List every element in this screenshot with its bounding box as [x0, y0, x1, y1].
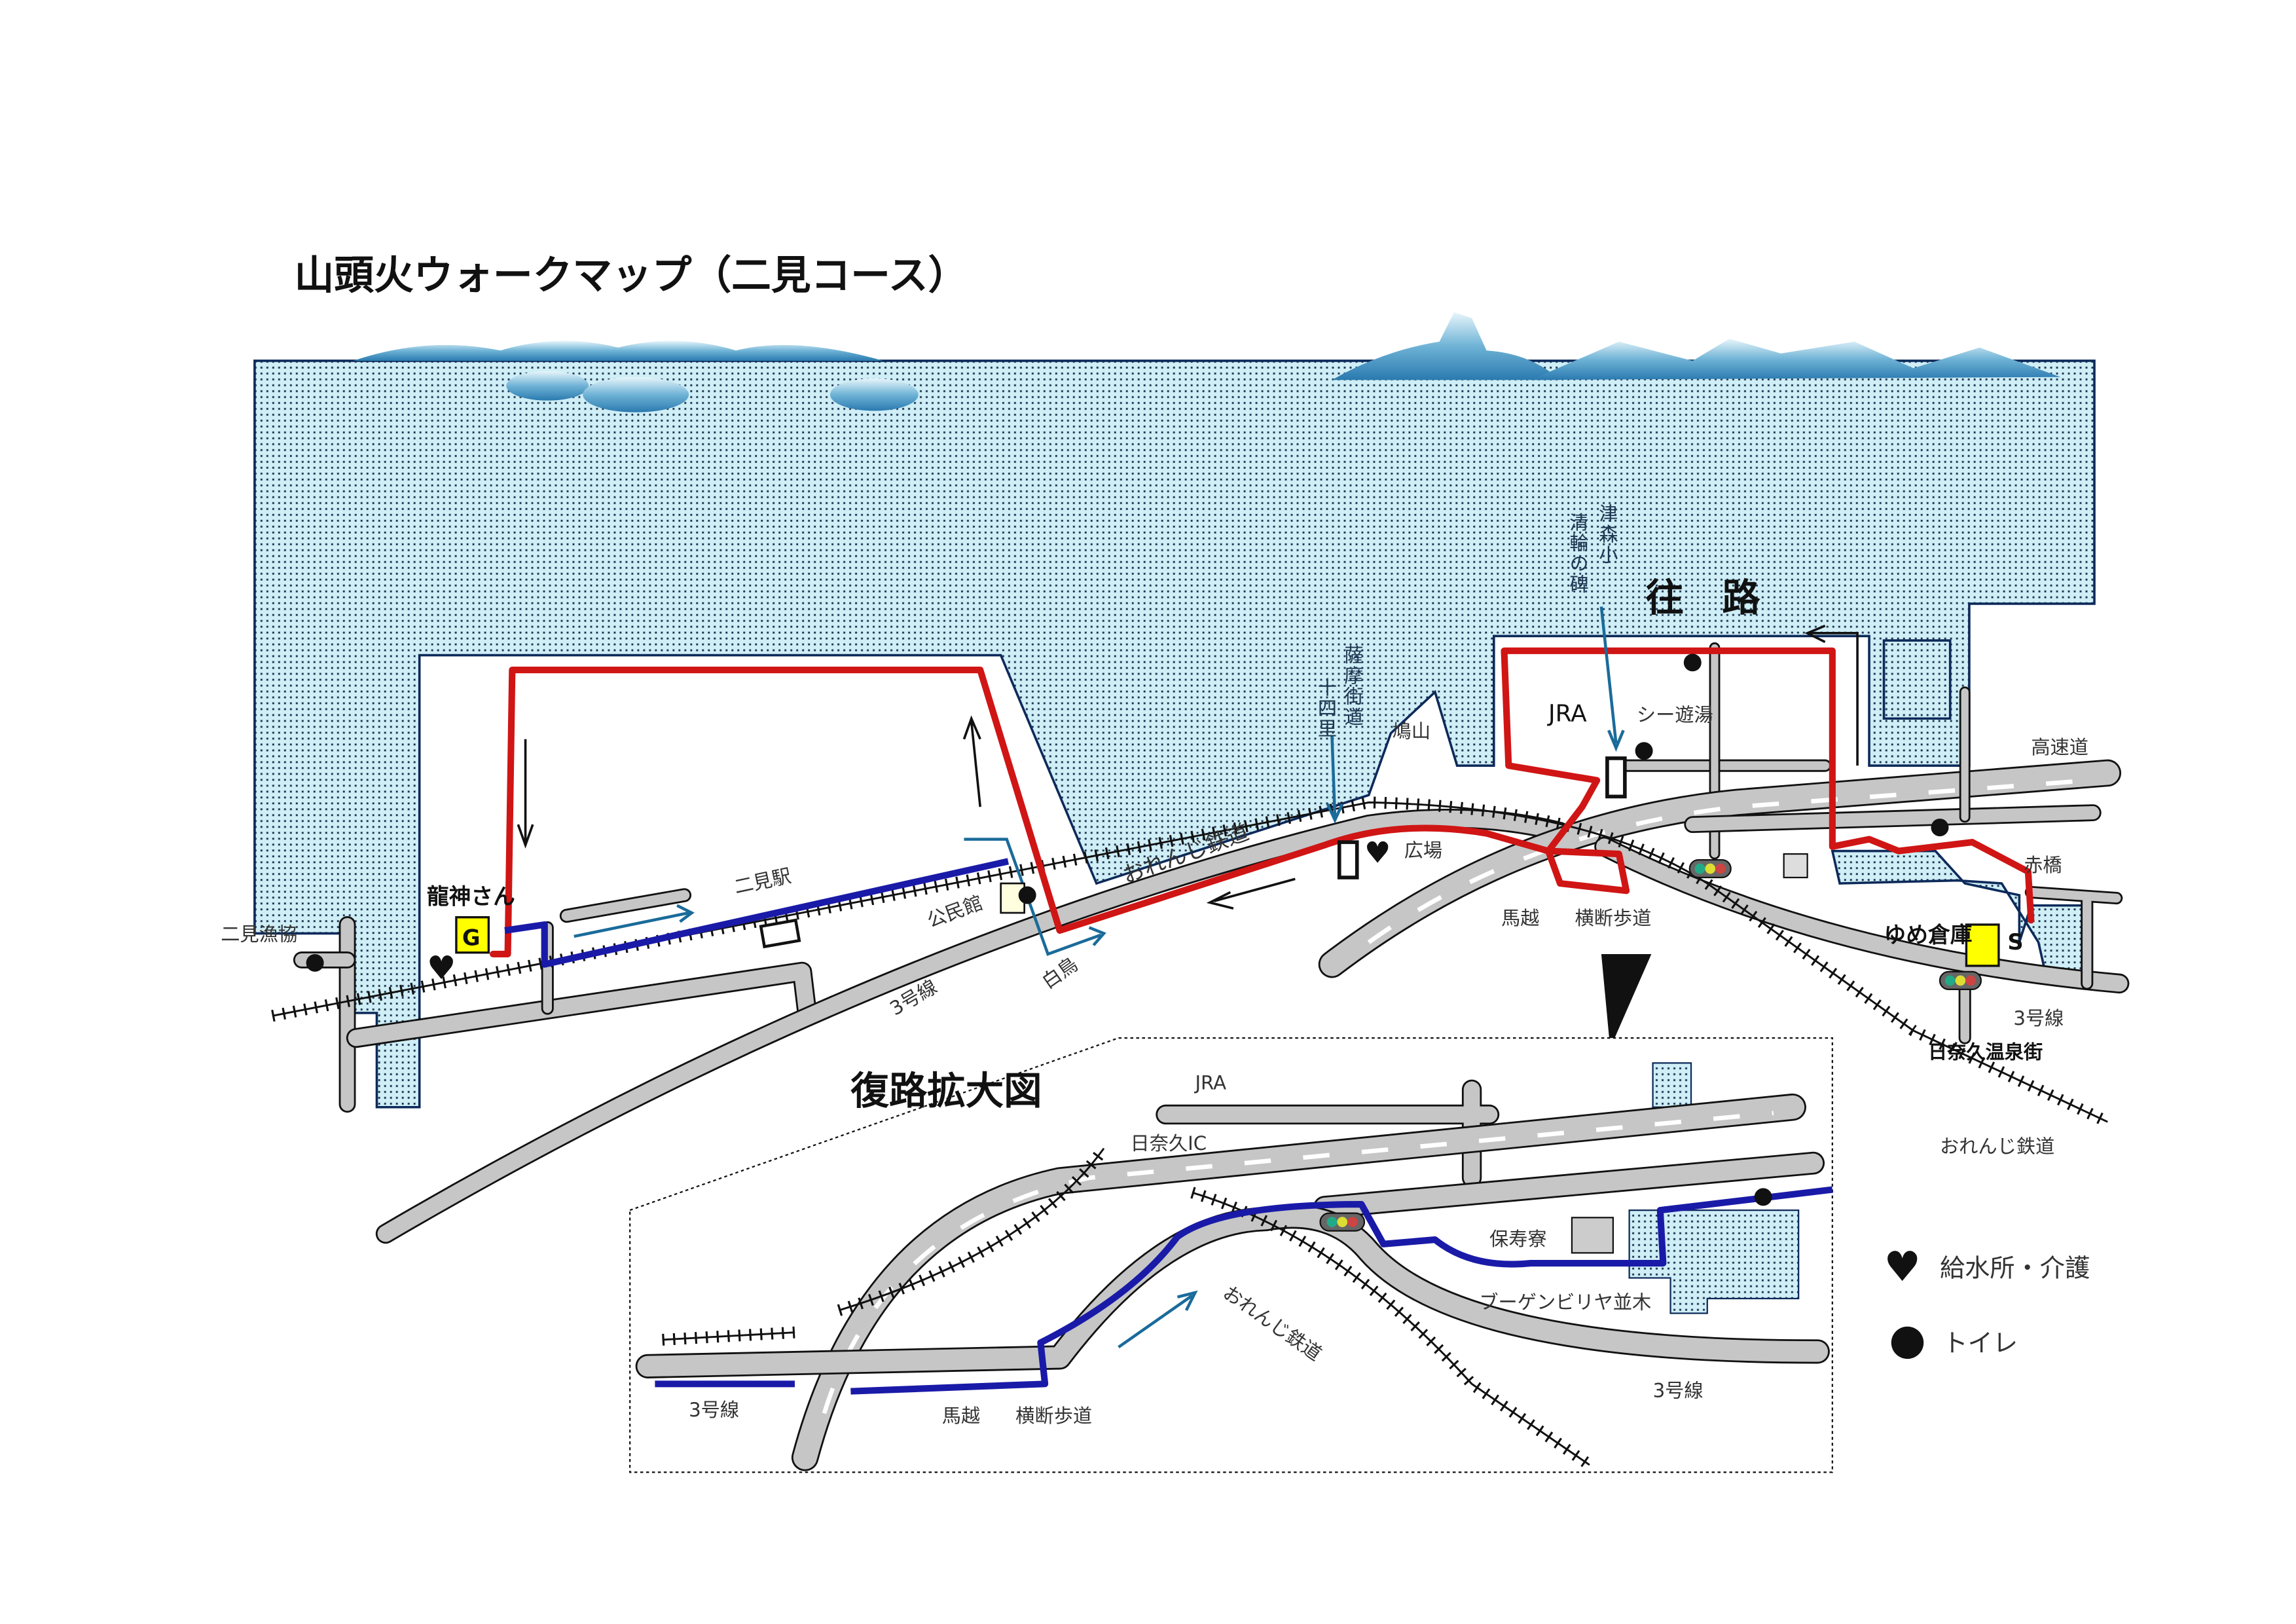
goal-marker: G	[455, 916, 490, 954]
road	[2026, 887, 2121, 988]
label-tsumori: 津森小	[1596, 504, 1618, 565]
return-route-inset: 復路拡大図 JRA 日奈久IC 保寿寮 ブーゲンビリヤ並木 おれんじ鉄道 3号線…	[629, 1037, 1833, 1473]
label-umakoshi: 馬越	[1501, 907, 1539, 929]
heart-icon: ♥	[427, 949, 456, 987]
outbound-route	[490, 647, 2035, 957]
toilet-markers	[306, 654, 1949, 972]
label-hatoyama: 鳩山	[1393, 720, 1430, 742]
legend: ♥ 給水所・介護 トイレ	[1884, 1243, 2090, 1359]
label-futami-station: 二見駅	[732, 864, 793, 898]
label-shiratori: 白鳥	[1038, 953, 1082, 993]
inset-label-bougainvillea: ブーゲンビリヤ並木	[1479, 1291, 1651, 1314]
inset-title: 復路拡大図	[850, 1069, 1042, 1113]
road	[348, 963, 815, 1046]
inset-label-hojuryo: 保寿寮	[1489, 1228, 1547, 1250]
inset-label-crosswalk: 横断歩道	[1015, 1405, 1092, 1427]
inset-label-route3-right: 3号線	[1653, 1380, 1704, 1402]
inset-sea	[1652, 1062, 1692, 1108]
inset-label-umakoshi: 馬越	[942, 1405, 980, 1427]
heart-icon: ♥	[1884, 1243, 1921, 1291]
toilet-dot-icon	[1635, 742, 1653, 760]
futami-station-building	[759, 918, 801, 949]
yume-souko-building	[1783, 853, 1808, 879]
label-hiroba: 広場	[1404, 840, 1442, 862]
label-tsumori-monument: 清輪の碑	[1567, 512, 1589, 595]
road	[793, 1095, 1805, 1469]
road	[377, 810, 1569, 1242]
road	[1315, 1153, 1823, 1217]
satsuma-monument-icon	[1337, 840, 1359, 879]
traffic-light-icon	[1319, 1212, 1366, 1232]
label-futami-gyokyo: 二見漁協	[221, 923, 297, 946]
label-satsuma-kaido: 薩摩街道	[1341, 645, 1364, 728]
outbound-route-loop	[1544, 847, 1630, 895]
inset-label-route3-left: 3号線	[689, 1399, 739, 1421]
label-yume-souko: ゆめ倉庫	[1884, 922, 1973, 948]
sea-area	[253, 360, 2096, 1109]
heart-icon: ♥	[1364, 836, 1391, 870]
hojuryo-building	[1571, 1217, 1614, 1254]
label-satsuma-14ri: 十四里	[1315, 677, 1338, 739]
svg-text:G: G	[462, 925, 481, 950]
label-crosswalk: 横断歩道	[1575, 907, 1651, 929]
road	[561, 890, 690, 921]
label-ryujin: 龍神さん	[427, 884, 515, 910]
inset-label-hinagu-ic: 日奈久IC	[1131, 1132, 1207, 1154]
road	[1596, 838, 2128, 992]
map-title: 山頭火ウォークマップ（二見コース）	[295, 253, 968, 299]
toilet-dot-icon	[1018, 886, 1036, 904]
legend-label-water: 給水所・介護	[1940, 1254, 2090, 1283]
tsumori-monument-icon	[1605, 756, 1627, 799]
map-labels: 往 路 龍神さん 二見漁協 二見駅 公民館 白鳥 3号線 おれんじ鉄道 鳩山 広…	[221, 504, 2088, 1157]
label-route3-east: 3号線	[2013, 1007, 2064, 1029]
toilet-dot-icon	[1683, 654, 1702, 672]
road	[1320, 761, 2120, 976]
label-expressway: 高速道	[2031, 736, 2088, 758]
label-akahashi: 赤橋	[2024, 854, 2062, 876]
label-orange-railway-east: おれんじ鉄道	[1940, 1135, 2054, 1157]
mountains	[353, 312, 2061, 413]
start-marker: S	[1965, 923, 2024, 967]
label-hinagu-onsen: 日奈久温泉街	[1928, 1041, 2043, 1063]
label-jra: JRA	[1547, 701, 1587, 728]
traffic-light-icon	[1688, 858, 1732, 879]
inset-sea	[1628, 1209, 1800, 1314]
inset-label-jra: JRA	[1194, 1072, 1226, 1094]
direction-arrows	[517, 606, 1859, 1048]
road	[1686, 806, 2100, 832]
toilet-dot-icon	[306, 953, 324, 972]
label-kominkan: 公民館	[924, 891, 986, 932]
sea-inlet	[1882, 639, 1952, 720]
toilet-dot-icon	[1931, 819, 1949, 837]
legend-label-toilet: トイレ	[1942, 1329, 2018, 1358]
svg-text:S: S	[2007, 929, 2023, 955]
toilet-dot-icon	[1754, 1188, 1772, 1206]
label-sea-yu: シー遊湯	[1637, 704, 1713, 726]
traffic-light-icon	[1939, 970, 1982, 991]
outbound-label: 往 路	[1645, 576, 1760, 620]
return-route	[504, 858, 1010, 968]
toilet-dot-icon	[1891, 1326, 1924, 1359]
